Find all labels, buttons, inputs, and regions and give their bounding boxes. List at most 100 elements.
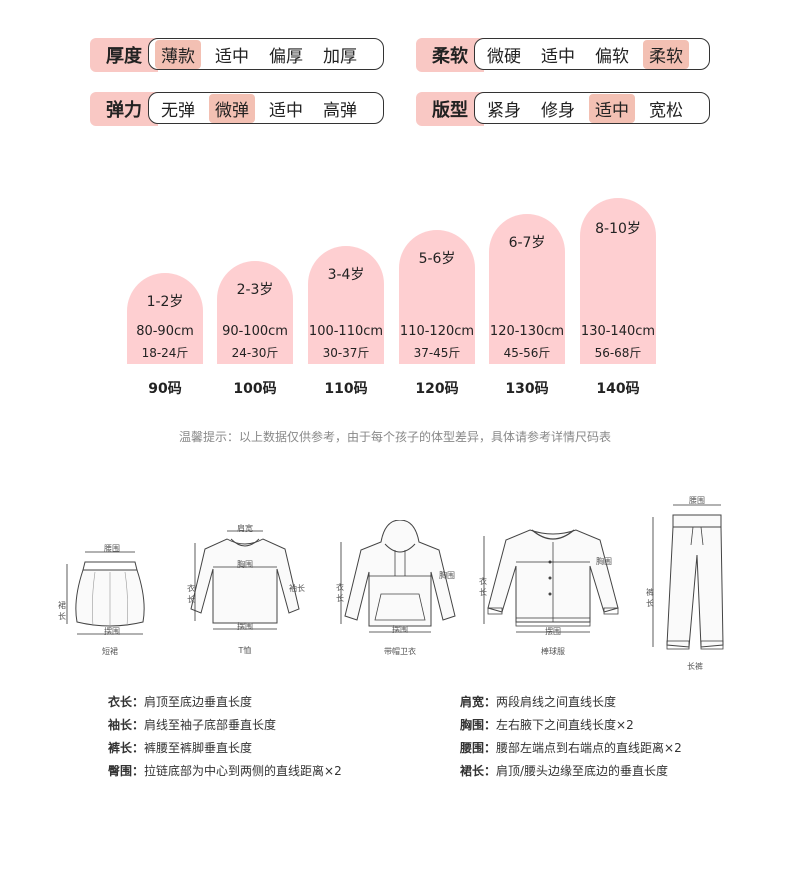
size-note: 温馨提示：以上数据仅供参考，由于每个孩子的体型差异，具体请参考详情尺码表 xyxy=(178,430,611,444)
tshirt-shoulder-label: 肩宽 xyxy=(237,524,253,533)
size-height: 80-90cm xyxy=(136,324,194,339)
attr-row-thickness: 厚度 薄款 适中 偏厚 加厚 xyxy=(90,38,385,72)
legend-term: 裤长： xyxy=(108,741,145,755)
size-age: 5-6岁 xyxy=(418,251,456,267)
size-code: 110码 xyxy=(324,381,368,397)
size-code: 140码 xyxy=(596,381,640,397)
tshirt-icon xyxy=(190,530,300,630)
legend-item: 肩宽：两段肩线之间直线长度 xyxy=(460,693,616,710)
size-card: 6-7岁 120-130cm 45-56斤 xyxy=(489,214,565,364)
size-height: 110-120cm xyxy=(399,324,475,339)
tshirt-length-label: 衣长 xyxy=(187,584,195,604)
attr-option: 偏厚 xyxy=(269,46,303,67)
garment-skirt: 腰围 裙长 摆围 短裙 xyxy=(55,540,165,660)
legend-term: 衣长： xyxy=(108,695,145,709)
attr-options: 无弹 微弹 适中 高弹 xyxy=(148,92,384,124)
size-weight: 56-68斤 xyxy=(594,346,642,360)
attr-label: 柔软 xyxy=(416,38,484,72)
legend-item: 胸围：左右腋下之间直线长度×2 xyxy=(460,716,634,733)
pants-waist-label: 腰围 xyxy=(689,496,705,505)
skirt-waist-label: 腰围 xyxy=(104,544,120,553)
size-height: 130-140cm xyxy=(580,324,656,339)
hoodie-icon xyxy=(340,519,456,633)
attr-option: 宽松 xyxy=(649,100,683,121)
legend-item: 袖长：肩线至袖子底部垂直长度 xyxy=(108,716,276,733)
jacket-chest-label: 胸围 xyxy=(596,557,612,566)
legend-desc: 两段肩线之间直线长度 xyxy=(496,695,617,709)
jacket-length-label: 衣长 xyxy=(479,577,487,597)
tshirt-name: T恤 xyxy=(238,646,252,655)
legend-item: 裙长：肩顶/腰头边缘至底边的垂直长度 xyxy=(460,762,668,779)
hoodie-hem-label: 摆围 xyxy=(392,625,408,634)
size-weight: 30-37斤 xyxy=(322,346,370,360)
hoodie-name: 带帽卫衣 xyxy=(384,647,416,656)
garment-tshirt: 肩宽 胸围 衣长 袖长 摆围 T恤 xyxy=(185,524,305,660)
attr-row-softness: 柔软 微硬 适中 偏软 柔软 xyxy=(416,38,711,72)
size-age: 8-10岁 xyxy=(595,221,641,237)
tshirt-hem-label: 摆围 xyxy=(237,622,253,631)
attr-option: 无弹 xyxy=(161,100,195,121)
legend-term: 裙长： xyxy=(460,764,497,778)
legend-desc: 拉链底部为中心到两侧的直线距离×2 xyxy=(144,764,342,778)
legend-desc: 腰部左端点到右端点的直线距离×2 xyxy=(496,741,682,755)
legend-desc: 肩线至袖子底部垂直长度 xyxy=(144,718,277,732)
size-age: 2-3岁 xyxy=(236,282,274,298)
attr-label: 厚度 xyxy=(90,38,158,72)
garment-pants: 腰围 裤长 长裤 xyxy=(645,495,745,671)
legend-term: 肩宽： xyxy=(460,695,497,709)
legend-item: 衣长：肩顶至底边垂直长度 xyxy=(108,693,252,710)
baseball-jacket-icon xyxy=(483,529,619,633)
legend-term: 袖长： xyxy=(108,718,145,732)
size-weight: 45-56斤 xyxy=(503,346,551,360)
attr-options: 微硬 适中 偏软 柔软 xyxy=(474,38,710,70)
pants-icon xyxy=(652,504,724,650)
attr-options: 薄款 适中 偏厚 加厚 xyxy=(148,38,384,70)
attr-option: 偏软 xyxy=(595,46,629,67)
attr-option: 微硬 xyxy=(487,46,521,67)
legend-desc: 肩顶/腰头边缘至底边的垂直长度 xyxy=(496,764,669,778)
hoodie-chest-label: 胸围 xyxy=(439,571,455,580)
size-weight: 24-30斤 xyxy=(231,346,279,360)
legend-desc: 裤腰至裤脚垂直长度 xyxy=(144,741,253,755)
tshirt-sleeve-label: 袖长 xyxy=(289,584,305,593)
skirt-icon xyxy=(66,551,145,635)
attr-options: 紧身 修身 适中 宽松 xyxy=(474,92,710,124)
size-weight: 37-45斤 xyxy=(413,346,461,360)
size-height: 90-100cm xyxy=(222,324,288,339)
jacket-hem-label: 摆围 xyxy=(545,627,561,636)
attr-option: 修身 xyxy=(541,100,575,121)
size-age: 6-7岁 xyxy=(508,235,546,251)
size-height: 120-130cm xyxy=(489,324,565,339)
garment-baseball-jacket: 胸围 衣长 摆围 棒球服 xyxy=(478,522,628,660)
size-code: 130码 xyxy=(505,381,549,397)
size-code: 100码 xyxy=(233,381,277,397)
attr-option: 高弹 xyxy=(323,100,357,121)
attr-option: 柔软 xyxy=(643,39,689,69)
attr-option: 薄款 xyxy=(155,39,201,69)
legend-term: 胸围： xyxy=(460,718,497,732)
legend-desc: 肩顶至底边垂直长度 xyxy=(144,695,253,709)
attr-option: 适中 xyxy=(541,46,575,67)
legend-desc: 左右腋下之间直线长度×2 xyxy=(496,718,634,732)
size-weight: 18-24斤 xyxy=(141,346,189,360)
attr-row-elasticity: 弹力 无弹 微弹 适中 高弹 xyxy=(90,92,385,126)
legend-item: 腰围：腰部左端点到右端点的直线距离×2 xyxy=(460,739,682,756)
legend-item: 裤长：裤腰至裤脚垂直长度 xyxy=(108,739,252,756)
size-age: 3-4岁 xyxy=(327,267,365,283)
attr-option: 适中 xyxy=(215,46,249,67)
attr-label: 版型 xyxy=(416,92,484,126)
attr-option: 适中 xyxy=(269,100,303,121)
size-height: 100-110cm xyxy=(308,324,384,339)
size-card: 2-3岁 90-100cm 24-30斤 xyxy=(217,261,293,364)
garment-hoodie: 衣长 胸围 摆围 带帽卫衣 xyxy=(335,519,465,660)
skirt-name: 短裙 xyxy=(102,647,118,656)
pants-length-label: 裤长 xyxy=(646,588,654,608)
size-card: 3-4岁 100-110cm 30-37斤 xyxy=(308,246,384,364)
size-code: 120码 xyxy=(415,381,459,397)
skirt-length-label: 裙长 xyxy=(58,601,66,621)
legend-item: 臀围：拉链底部为中心到两侧的直线距离×2 xyxy=(108,762,342,779)
size-card: 8-10岁 130-140cm 56-68斤 xyxy=(580,198,656,364)
attr-option: 紧身 xyxy=(487,100,521,121)
attr-label: 弹力 xyxy=(90,92,158,126)
skirt-hem-label: 摆围 xyxy=(104,627,120,636)
